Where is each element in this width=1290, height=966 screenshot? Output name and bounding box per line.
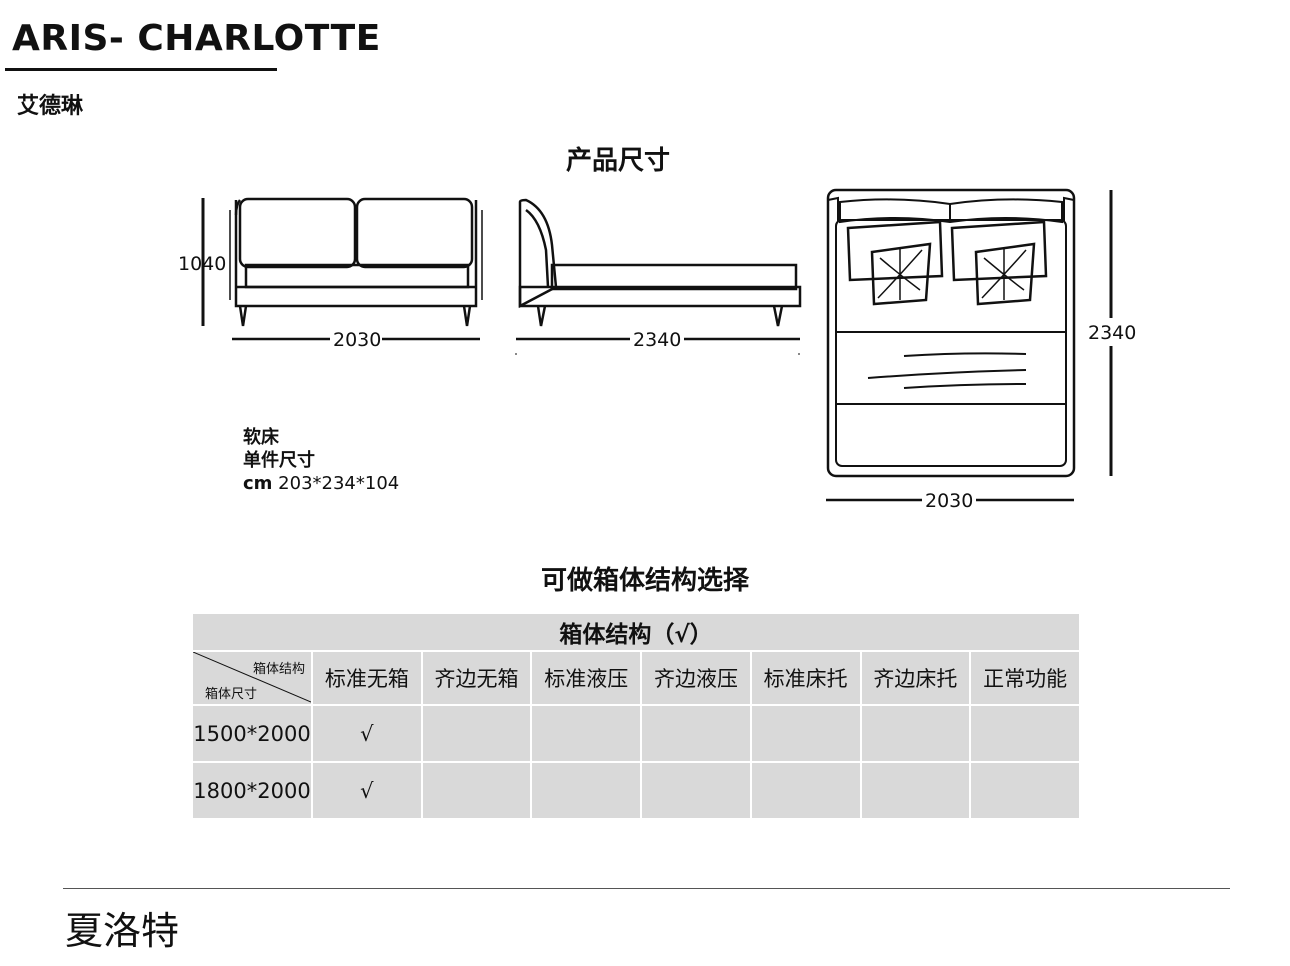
- spec-size-line: cm 203*234*104: [243, 472, 399, 495]
- column-header: 齐边无箱: [420, 650, 533, 706]
- front-width-label: 2030: [333, 329, 381, 351]
- spec-size-value: 203*234*104: [278, 473, 400, 494]
- column-header: 标准床托: [749, 650, 862, 706]
- table-cell: [969, 761, 1081, 820]
- footer-divider: [63, 888, 1230, 889]
- table-cell: [859, 761, 972, 820]
- table-cell: √: [311, 704, 423, 763]
- brand-title: ARIS- CHARLOTTE: [12, 18, 381, 59]
- table-row: 1500*2000 √: [191, 704, 1081, 763]
- side-view-drawing: [515, 198, 802, 355]
- table-cell: [420, 704, 533, 763]
- column-header: 标准无箱: [311, 650, 423, 706]
- table-row: 1800*2000 √: [191, 761, 1081, 820]
- corner-top-label: 箱体结构: [252, 662, 305, 677]
- column-header: 齐边液压: [640, 650, 752, 706]
- front-height-label: 1040: [178, 253, 226, 275]
- spec-block: 软床 单件尺寸 cm 203*234*104: [243, 426, 399, 495]
- footer-label: 夏洛特: [65, 909, 180, 953]
- spec-type: 软床: [243, 427, 279, 448]
- top-length-label: 2340: [1088, 322, 1136, 344]
- row-size: 1500*2000: [191, 704, 313, 763]
- table-cell: [530, 704, 643, 763]
- column-header: 正常功能: [969, 650, 1081, 706]
- spec-size-label: 单件尺寸: [243, 450, 315, 471]
- corner-diagonal: [193, 652, 311, 703]
- table-cell: [640, 704, 752, 763]
- table-cell: [420, 761, 533, 820]
- table-cell: √: [311, 761, 423, 820]
- corner-bottom-label: 箱体尺寸: [205, 687, 258, 702]
- table-cell: [749, 704, 862, 763]
- top-width-label: 2030: [925, 490, 973, 512]
- table-cell: [859, 704, 972, 763]
- side-length-label: 2340: [633, 329, 681, 351]
- dimensions-title: 产品尺寸: [565, 146, 670, 176]
- box-structure-table: 箱体结构（√） 箱体结构 箱体尺寸 标准无箱 齐边无箱 标准液压 齐边液压 标准…: [191, 612, 1081, 820]
- table-cell: [640, 761, 752, 820]
- bed-drawings: 1040 2030 2340 2340: [178, 188, 1136, 512]
- table-corner-cell: 箱体结构 箱体尺寸: [191, 650, 313, 706]
- column-header: 标准液压: [530, 650, 643, 706]
- table-title: 箱体结构（√）: [191, 612, 1081, 652]
- table-cell: [749, 761, 862, 820]
- brand-chinese-name: 艾德琳: [17, 94, 84, 119]
- row-size: 1800*2000: [191, 761, 313, 820]
- table-cell: [969, 704, 1081, 763]
- table-header-row: 箱体结构 箱体尺寸 标准无箱 齐边无箱 标准液压 齐边液压 标准床托 齐边床托 …: [191, 650, 1081, 706]
- column-header: 齐边床托: [859, 650, 972, 706]
- top-view-drawing: [826, 188, 1113, 502]
- box-structure-title: 可做箱体结构选择: [540, 566, 749, 596]
- table-cell: [530, 761, 643, 820]
- spec-unit: cm: [243, 473, 273, 494]
- front-view-drawing: [201, 197, 483, 341]
- brand-underline: [5, 68, 277, 71]
